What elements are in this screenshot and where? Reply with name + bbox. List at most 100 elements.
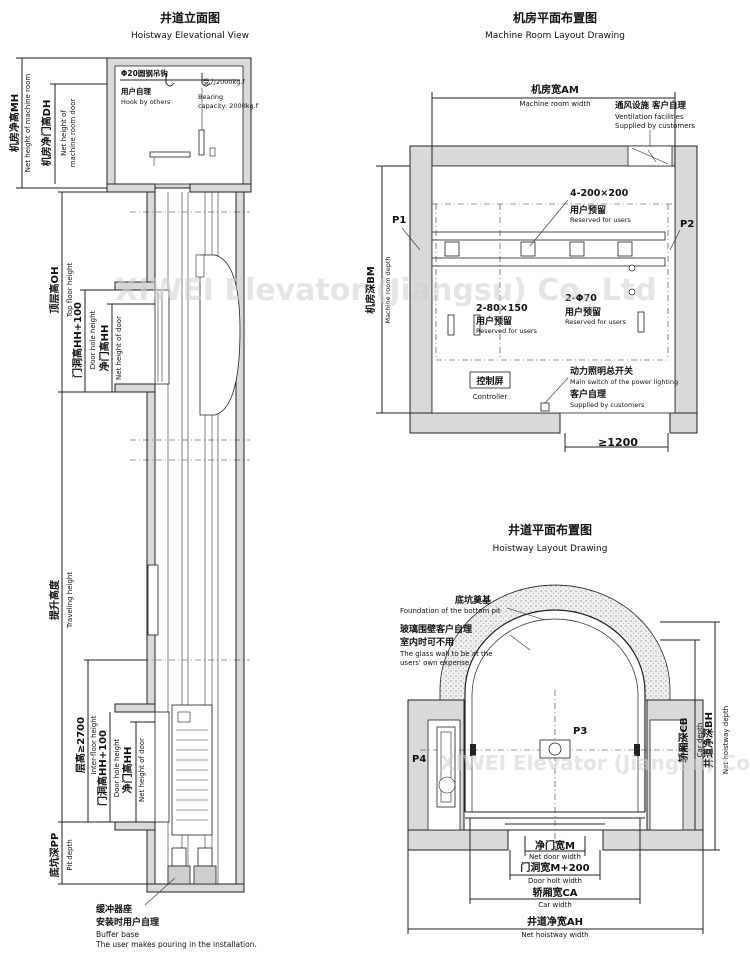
am-label-en: Machine room width <box>519 100 590 108</box>
mh-label-en: Net height of machine room <box>24 74 32 173</box>
hh-label-en: Net height of door <box>115 316 123 380</box>
watermark-text: XIWEI Elevator (Jiangsu) Co. Ltd <box>115 273 657 308</box>
glass-label-en1: The glass wall to be at the <box>399 650 493 658</box>
vent-label-cn: 通风设施 客户自理 <box>615 100 686 111</box>
elevation-title-cn: 井道立面图 <box>160 10 220 25</box>
hoistway-width-dimensions <box>407 818 704 934</box>
p3-label: P3 <box>573 726 587 737</box>
m200-label-en: Door holt width <box>528 877 582 885</box>
elevation-dimensions <box>16 57 155 885</box>
supplied-label-en: Supplied by customers <box>570 401 645 409</box>
bearing-label-en2: capacity: 2000kg.f <box>198 102 259 110</box>
top-landing-car <box>154 254 241 416</box>
bottom-car <box>154 704 213 836</box>
bearing-label-en1: Bearing <box>198 93 223 101</box>
m-label-en: Net door width <box>529 853 581 861</box>
glass-label-cn2: 室内时可不用 <box>400 636 454 648</box>
bh-label-cn: 井道净深BH <box>702 712 715 768</box>
cb-label-cn: 轿厢深CB <box>677 718 690 763</box>
cb-label-en: Car depth <box>696 723 704 758</box>
controller-label-en: Controller <box>473 393 508 401</box>
hook-label-cn: Φ20圆钢吊钩 <box>121 68 168 78</box>
travel-label-cn: 提升高度 <box>48 579 61 620</box>
pp-label-cn: 底坑深PP <box>48 833 61 878</box>
machine-room-section <box>106 57 252 193</box>
ah-label-en: Net hoistway width <box>521 931 588 939</box>
machine-room-title-cn: 机房平面布置图 <box>513 10 597 25</box>
hook-label-en: Hook by others <box>121 98 171 106</box>
reserved3-label-cn: 用户预留 <box>564 306 601 318</box>
hh-label-cn: 净门高HH <box>98 325 111 372</box>
bm-label-cn: 机房深BM <box>364 266 377 314</box>
buffer-label-cn1: 缓冲器座 <box>96 903 132 915</box>
hole1-label: 4-200×200 <box>570 188 629 199</box>
reserved1-label-cn: 用户预留 <box>569 204 606 216</box>
switch-label-cn: 动力照明总开关 <box>570 365 633 377</box>
ca-label-cn: 轿厢宽CA <box>532 886 577 899</box>
foundation-label-en: Foundation of the bottom pit <box>400 607 501 615</box>
vent-label-en1: Ventilation facilities <box>615 113 684 121</box>
dh-label-en1: Net height of <box>60 110 68 156</box>
foundation-label-cn: 底坑奠基 <box>455 594 492 606</box>
oh-label-cn: 顶层高OH <box>48 267 61 314</box>
glass-label-cn1: 玻璃围壁客户自理 <box>400 623 472 635</box>
hhb-label-en: Net height of door <box>138 738 146 802</box>
floor-height-label-en: Inter-floor height <box>90 715 98 774</box>
hoistway-title-cn: 井道平面布置图 <box>508 522 592 537</box>
hook-label-cn2: 用户自理 <box>121 86 151 96</box>
ca-label-en: Car width <box>538 901 572 909</box>
bm-label-en: Machine room depth <box>384 256 392 323</box>
m-label-cn: 净门宽M <box>535 839 575 852</box>
machine-room-title-en: Machine Room Layout Drawing <box>485 31 625 41</box>
vent-label-en2: Supplied by customers <box>615 122 695 130</box>
dh-label-en2: machine room door <box>69 99 77 168</box>
hole2-label: 2-80×150 <box>476 303 528 314</box>
ah-label-cn: 井道净宽AH <box>527 915 583 928</box>
glass-label-en2: users' own expense <box>400 659 469 667</box>
reserved1-label-en: Reserved for users <box>570 216 632 224</box>
p2-label: P2 <box>680 219 694 230</box>
reserved2-label-cn: 用户预留 <box>475 315 512 327</box>
floor-height-label-cn: 层高≥2700 <box>74 717 87 773</box>
hh100-label-cn: 门洞高HH+100 <box>71 302 84 378</box>
mh-label-cn: 机房净高MH <box>8 94 21 152</box>
oh-label-en: Top floor height <box>66 263 74 319</box>
buffer-label-en2: The user makes pouring in the installati… <box>95 940 257 949</box>
controller-label-cn: 控制屏 <box>476 375 503 387</box>
p1-label: P1 <box>392 215 406 226</box>
bh-label-en: Net hoistway depth <box>722 706 730 774</box>
dh-label-cn: 机房净门高DH <box>40 100 53 167</box>
counterweight <box>147 564 159 636</box>
travel-label-en: Traveling height <box>66 572 74 629</box>
controller-box <box>469 371 511 389</box>
force-label-cn: 受力2000kg.f <box>203 77 245 86</box>
elevation-view: 井道立面图 Hoistway Elevational View Φ20圆钢吊钩 … <box>8 10 259 949</box>
buffer-label-en1: Buffer base <box>96 930 139 939</box>
buffer-leader <box>144 877 176 906</box>
min-width-label: ≥1200 <box>598 436 638 449</box>
pp-label-en: Pit depth <box>66 839 74 870</box>
watermark-text-2: XIWEI Elevator (Jiangsu) Co. Ltd <box>440 751 750 775</box>
hoistway-plan: 井道平面布置图 Hoistway Layout Drawing P4 <box>399 522 730 939</box>
reserved2-label-en: Reserved for users <box>476 327 538 335</box>
machine-room-plan: 机房平面布置图 Machine Room Layout Drawing 机房宽A… <box>364 10 698 452</box>
hh100b-label-en: Door hole height <box>113 738 121 797</box>
hoistway-title-en: Hoistway Layout Drawing <box>493 544 608 554</box>
buffer-label-cn2: 安装时用户自理 <box>96 916 159 928</box>
hh100-label-en: Door hole height <box>89 310 97 369</box>
m200-label-cn: 门洞宽M+200 <box>520 861 589 874</box>
switch-label-en: Main switch of the power lighting <box>570 378 678 386</box>
p4-label: P4 <box>412 754 426 765</box>
machine-room-beams <box>431 203 675 361</box>
supplied-label-cn: 客户自理 <box>569 388 606 400</box>
am-label-cn: 机房宽AM <box>531 83 579 96</box>
glass-wall <box>464 609 646 812</box>
elevation-title-en: Hoistway Elevational View <box>131 31 249 41</box>
shaft-walls <box>114 191 245 893</box>
hhb-label-cn: 净门高HH <box>121 747 134 794</box>
power-switch <box>540 402 550 412</box>
buffer-base <box>167 847 217 885</box>
hh100b-label-cn: 门洞高HH+100 <box>96 730 109 806</box>
reserved3-label-en: Reserved for users <box>565 318 627 326</box>
